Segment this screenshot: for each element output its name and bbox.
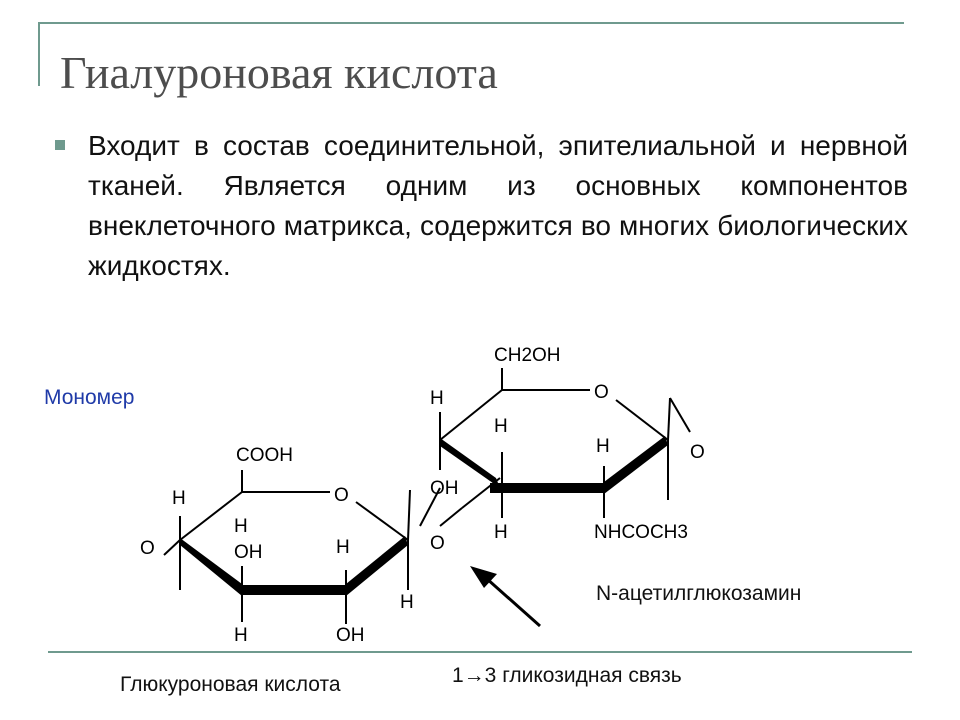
slide-title: Гиалуроновая кислота (60, 47, 498, 98)
bullet-text: Входит в состав соединительной, эпителиа… (88, 130, 908, 281)
glucuronic-acid-label: Глюкуроновая кислота (120, 673, 341, 696)
left-c4-o-label: O (140, 538, 155, 559)
left-c3-oh-label: OH (234, 542, 263, 563)
left-c1-h-label: H (400, 592, 414, 613)
right-c3-h-label: H (494, 522, 508, 543)
structure-bold-bonds (180, 436, 668, 596)
bullet-marker (55, 140, 65, 150)
right-ring-oxygen-label: O (594, 382, 609, 403)
acetylglucosamine-label: N-ацетилглюкозамин (596, 582, 802, 605)
monomer-label: Мономер (44, 386, 135, 409)
frame-top-line (40, 22, 904, 24)
hydroxymethyl-label: CH2OH (494, 345, 561, 366)
right-c4-oh-label: OH (430, 478, 459, 499)
carboxyl-label: COOH (236, 445, 293, 466)
left-c2-oh-label: OH (336, 625, 365, 646)
glycosidic-bond-arrow (470, 566, 541, 628)
left-ring-oxygen-label: O (334, 485, 349, 506)
glycosidic-oxygen-label: O (430, 533, 445, 554)
right-c2-h-label: H (596, 436, 610, 457)
glycosidic-bond-label: 1→3 гликозидная связь (452, 664, 682, 687)
left-c3-h-top-label: H (234, 516, 248, 537)
nhcoch3-label: NHCOCH3 (594, 522, 688, 543)
left-c2-h-label: H (336, 537, 350, 558)
frame-left-line (38, 22, 40, 86)
left-c4-h-label: H (172, 488, 186, 509)
right-c4-h-label: H (430, 388, 444, 409)
structure-bonds (163, 368, 691, 624)
right-c1-o-label: O (690, 442, 705, 463)
left-c3-h-bottom-label: H (234, 625, 248, 646)
right-c5-h-label: H (494, 416, 508, 437)
frame-bottom-line (48, 651, 912, 653)
